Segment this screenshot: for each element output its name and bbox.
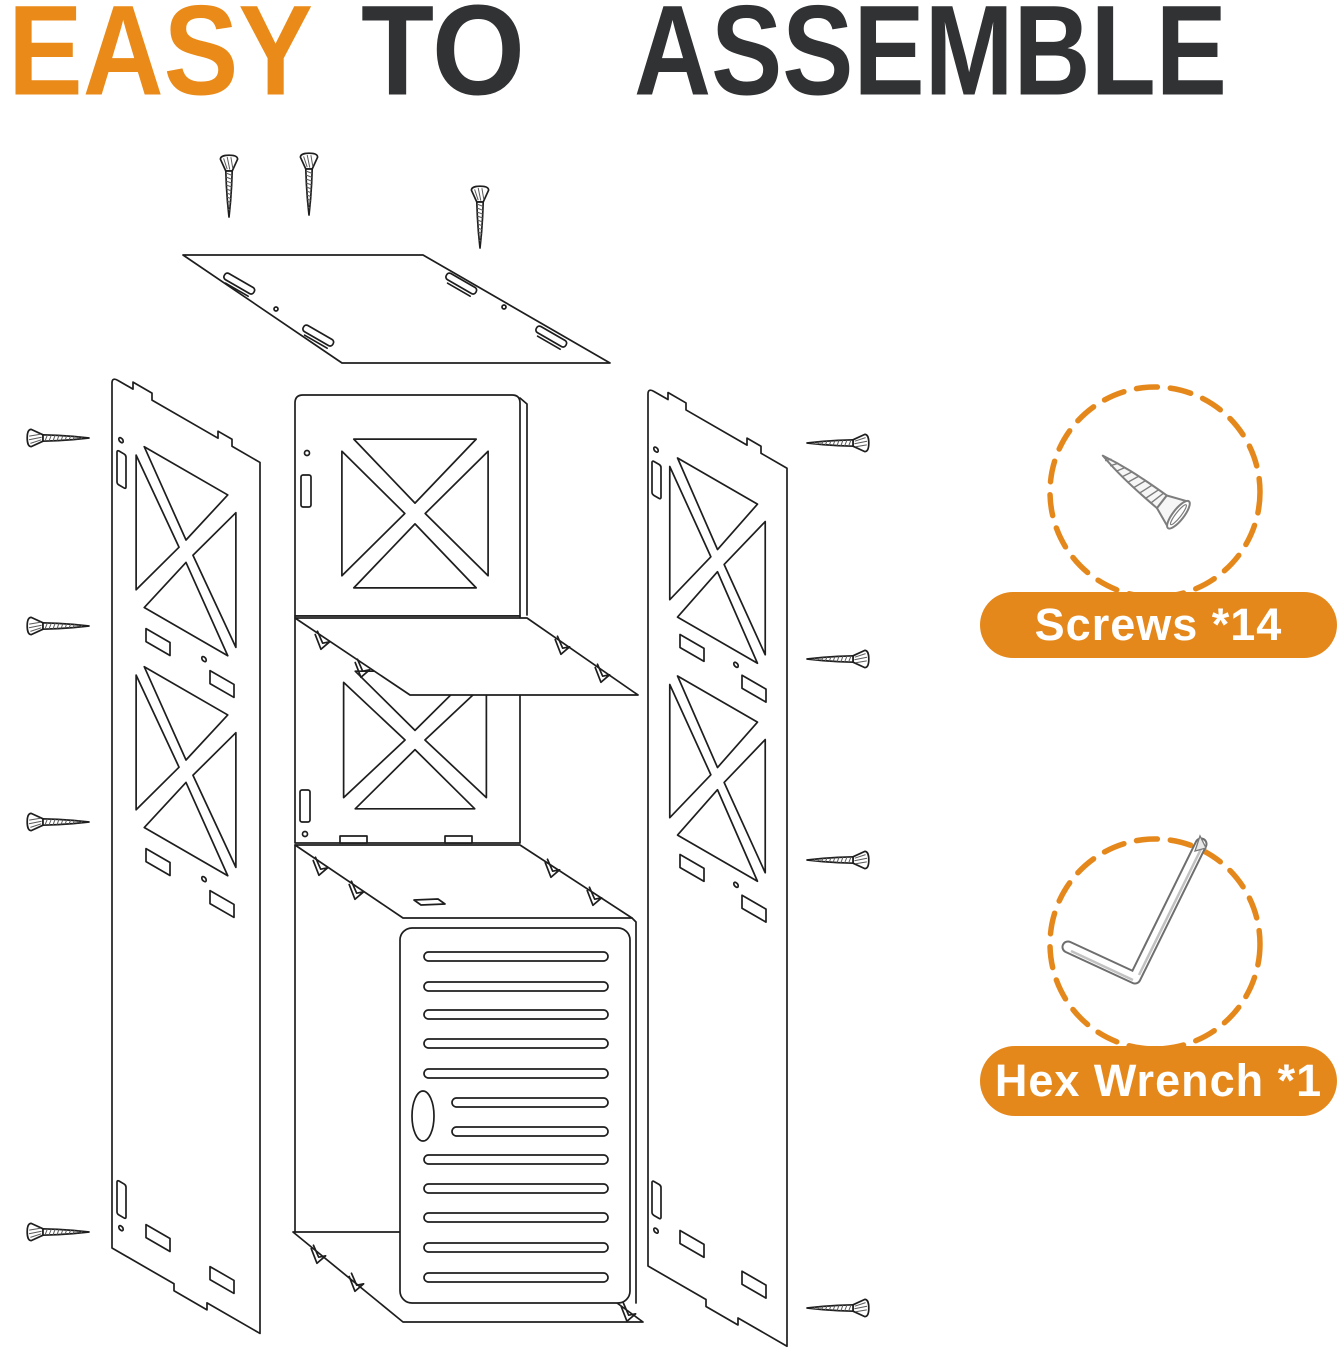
lower-cabinet: [293, 845, 643, 1324]
title-word-to: TO: [361, 0, 525, 123]
middle-shelf: [295, 618, 638, 695]
title-word-easy: EASY: [8, 0, 313, 123]
screws-callout-circle: [1047, 384, 1263, 600]
right-side-panel: [648, 381, 787, 1350]
hex-wrench-callout-circle: [1047, 834, 1263, 1052]
top-panel: [183, 255, 610, 363]
page-title: EASY TO ASSEMBLE: [8, 0, 1227, 123]
door-handle: [412, 1091, 434, 1141]
title-word-assemble: ASSEMBLE: [634, 0, 1227, 123]
dashed-circle: [1047, 836, 1263, 1052]
right-screws: [806, 433, 870, 1318]
hex-wrench-icon: [1061, 834, 1208, 985]
top-screws: [219, 152, 490, 249]
screws-count-label: Screws *14: [1034, 599, 1283, 650]
hex-wrench-callout: [1040, 829, 1270, 1059]
hex-wrench-count-label: Hex Wrench *1: [994, 1055, 1323, 1106]
screw-icon: [1101, 454, 1191, 530]
back-panel-upper: [295, 395, 527, 616]
left-screws: [26, 428, 90, 1242]
screws-callout: [1040, 377, 1270, 607]
louvered-cabinet-door: [400, 928, 630, 1303]
dashed-circle: [1047, 384, 1263, 600]
left-side-panel: [112, 370, 260, 1340]
screws-count-pill: Screws *14: [980, 592, 1337, 658]
hex-wrench-count-pill: Hex Wrench *1: [980, 1046, 1337, 1116]
